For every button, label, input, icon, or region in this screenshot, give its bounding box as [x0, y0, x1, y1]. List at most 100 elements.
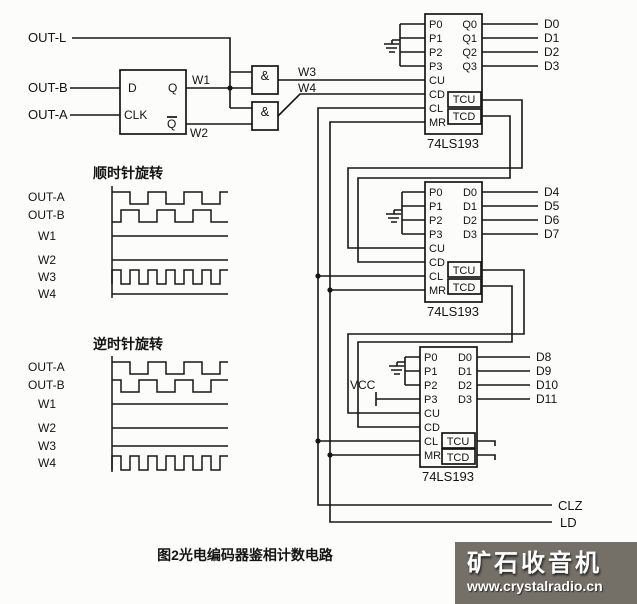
ic2-pin-cl: CL [429, 271, 443, 283]
timing-cw-title: 顺时针旋转 [93, 165, 163, 181]
junction-mr-ic2 [327, 287, 333, 293]
ic2-tcd-box [447, 278, 482, 295]
labels: OUT-L OUT-B OUT-A D CLK Q Q W1 W2 W3 W4 … [28, 17, 583, 563]
timing-cw-label-w2: W2 [38, 253, 56, 267]
ff-pin-clk: CLK [124, 108, 147, 122]
ic2-pin-d0: D0 [463, 187, 477, 199]
label-w4: W4 [298, 81, 316, 95]
wire-ic1-p-bus [399, 23, 425, 67]
junction-w1-outl [227, 85, 233, 91]
watermark: 矿石收音机 www.crystalradio.cn [455, 542, 637, 604]
wire-ic3-p-bus [404, 356, 420, 386]
ic1-pin-q2: Q2 [462, 47, 477, 59]
ic2-box [424, 181, 483, 303]
ic3-pin-p3: P3 [424, 394, 437, 406]
ic1-pin-tcu: TCU [453, 94, 476, 106]
timing-cw-label-w4: W4 [38, 287, 56, 301]
wire-ic3-tcd-stub [477, 454, 496, 460]
ic2-pin-d3: D3 [463, 229, 477, 241]
and-gate-1-box [251, 65, 279, 95]
ic1-tcu-box [447, 91, 482, 108]
output-d3: D3 [544, 59, 560, 73]
ic2-tcu-box [447, 261, 482, 278]
ic2-pin-p1: P1 [429, 201, 442, 213]
output-d7: D7 [544, 227, 560, 241]
ic2-pin-p0: P0 [429, 187, 442, 199]
waveform-ccw-w4 [111, 455, 228, 471]
timing-ccw-title: 逆时针旋转 [93, 336, 163, 352]
timing-cw-label-outb: OUT-B [28, 208, 65, 222]
ic2-pin-p3: P3 [429, 229, 442, 241]
wire-ic2-p-bus [401, 191, 425, 235]
ic3-pin-cd: CD [424, 422, 440, 434]
ic1-pin-cd: CD [429, 89, 445, 101]
ic1-pin-tcd: TCD [453, 111, 476, 123]
wire-out-l [72, 37, 231, 108]
wire-cl-bus [317, 107, 552, 506]
watermark-url: www.crystalradio.cn [467, 577, 603, 594]
ff-pin-qbar: Q [167, 117, 176, 131]
ic3-box [419, 346, 478, 468]
waveform-ccw-out-b [112, 379, 228, 393]
timing-cw-label-outa: OUT-A [28, 190, 65, 204]
ic2-pin-cd: CD [429, 257, 445, 269]
ic1-pin-p2: P2 [429, 47, 442, 59]
waveform-cw-out-a [112, 191, 228, 205]
ic3-tcd-box [441, 448, 476, 465]
wire-ic2-tcu-ic3-cu [347, 269, 525, 414]
wire-ic1-tcd-ic2-cd [357, 115, 511, 263]
and-gate-2-symbol: & [261, 104, 270, 119]
wire-mr-bus [329, 121, 552, 523]
ic3-pin-tcu: TCU [447, 436, 470, 448]
junction-cl-ic2 [315, 273, 321, 279]
watermark-title: 矿石收音机 [467, 550, 602, 578]
timing-ccw-label-outa: OUT-A [28, 360, 65, 374]
timing-ccw-label-w4: W4 [38, 456, 56, 470]
junction-mr-ic3 [327, 452, 333, 458]
output-d5: D5 [544, 199, 560, 213]
ground-ic3 [389, 361, 405, 375]
ic3-tcu-box [441, 432, 476, 449]
ic3-pin-d1: D1 [458, 366, 472, 378]
ic3-pin-d2: D2 [458, 380, 472, 392]
ic1-box [424, 13, 483, 135]
label-clz: CLZ [558, 498, 583, 513]
output-d10: D10 [536, 378, 558, 392]
and-gate-2-box [251, 101, 279, 131]
timing-waveforms [111, 186, 228, 472]
ic1-pin-cu: CU [429, 75, 445, 87]
ic3-pin-d3: D3 [458, 394, 472, 406]
output-d9: D9 [536, 364, 552, 378]
label-w2: W2 [190, 126, 208, 140]
output-d0: D0 [544, 17, 560, 31]
ic3-pin-cu: CU [424, 408, 440, 420]
ic1-pin-p3: P3 [429, 61, 442, 73]
wires [70, 23, 552, 523]
label-w1: W1 [192, 73, 210, 87]
ic1-pin-q0: Q0 [462, 19, 477, 31]
timing-cw-label-w3: W3 [38, 270, 56, 284]
timing-ccw-label-w2: W2 [38, 421, 56, 435]
label-out-l: OUT-L [28, 30, 66, 45]
ff-pin-q: Q [168, 81, 177, 95]
component-boxes [119, 13, 483, 468]
label-ld: LD [560, 515, 577, 530]
label-vcc: VCC [350, 378, 376, 392]
ic2-pin-mr: MR [429, 285, 446, 297]
ic1-pin-q1: Q1 [462, 33, 477, 45]
ic3-pin-d0: D0 [458, 352, 472, 364]
flipflop-box [119, 69, 187, 135]
timing-ccw-label-w1: W1 [38, 397, 56, 411]
ic1-pin-p1: P1 [429, 33, 442, 45]
ic3-pin-p1: P1 [424, 366, 437, 378]
ic2-pin-cu: CU [429, 243, 445, 255]
wire-ic1-tcu-ic2-cu [347, 99, 523, 249]
ic3-pin-cl: CL [424, 436, 438, 448]
ic3-pin-p2: P2 [424, 380, 437, 392]
ic3-pin-p0: P0 [424, 352, 437, 364]
wire-vcc [375, 392, 420, 406]
waveform-cw-w3 [111, 269, 228, 285]
and-gate-1-symbol: & [261, 68, 270, 83]
